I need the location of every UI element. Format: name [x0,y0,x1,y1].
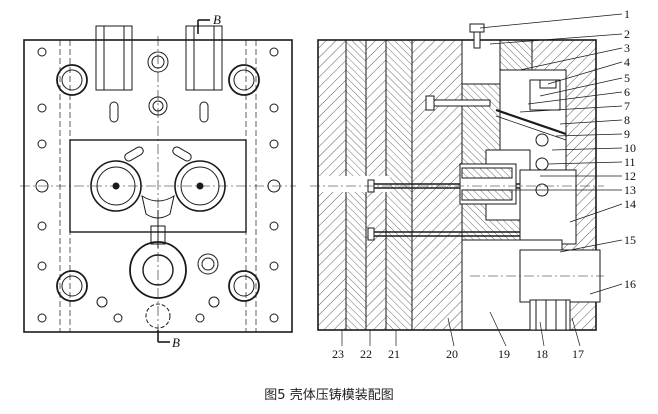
slide-bar-left [95,25,133,91]
section-label-bottom: B [172,335,180,350]
part-label-7: 7 [624,99,630,113]
edge-bolt-holes [35,47,281,323]
part-label-6: 6 [624,85,630,99]
part-label-1: 1 [624,7,630,21]
part-label-18: 18 [536,347,548,361]
part-label-16: 16 [624,277,636,291]
figure-caption: 图5 壳体压铸模装配图 [264,388,394,403]
corner-holes [56,64,260,302]
bottom-features [96,296,220,329]
cavities [90,146,226,212]
guide-slots [109,101,209,123]
part-label-4: 4 [624,55,630,69]
part-label-9: 9 [624,127,630,141]
part-label-14: 14 [624,197,636,211]
sprue-inner [142,254,174,286]
runner [141,194,175,219]
part-label-13: 13 [624,183,636,197]
part-labels-bottom: 23 22 21 20 19 18 17 [332,347,584,361]
plan-centerlines [20,36,296,336]
part-label-20: 20 [446,347,458,361]
part-label-2: 2 [624,27,630,41]
section-view [300,23,604,331]
part-label-11: 11 [624,155,636,169]
part-label-23: 23 [332,347,344,361]
part-label-8: 8 [624,113,630,127]
slide-bar-right [185,25,223,91]
part-labels-right: 1 2 3 4 5 6 7 8 9 10 11 12 13 14 15 16 [624,7,636,291]
part-label-19: 19 [498,347,510,361]
part-label-3: 3 [624,41,630,55]
part-label-5: 5 [624,71,630,85]
part-label-10: 10 [624,141,636,155]
section-label-top: B [213,12,221,27]
part-label-21: 21 [388,347,400,361]
leader-lines [341,13,623,347]
part-label-15: 15 [624,233,636,247]
moving-platen [411,39,463,331]
sprue-outer [129,241,187,299]
part-label-17: 17 [572,347,584,361]
part-label-12: 12 [624,169,636,183]
plan-view [20,19,296,343]
part-label-22: 22 [360,347,372,361]
